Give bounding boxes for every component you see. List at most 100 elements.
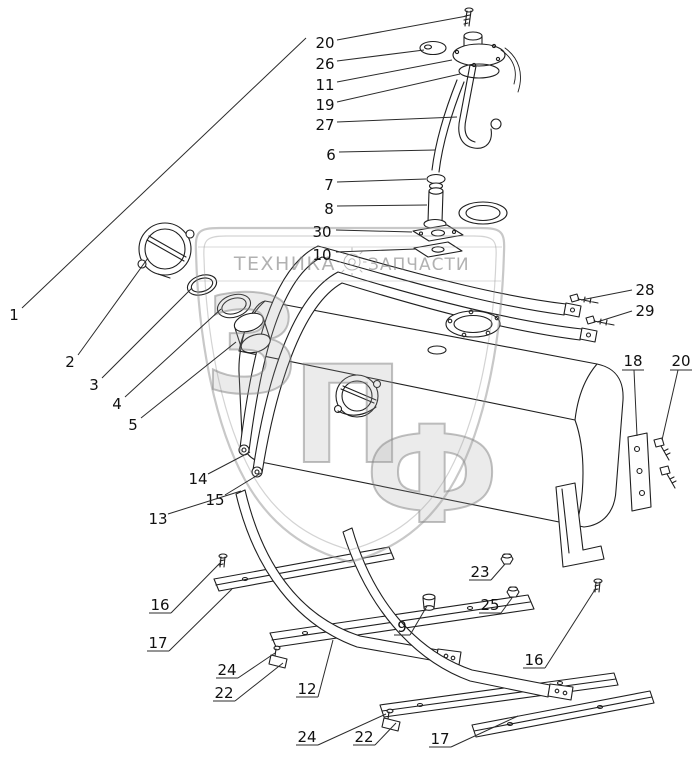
sender-wires: [500, 47, 521, 93]
watermark-letter-2: П: [292, 337, 405, 494]
watermark-gear-icon: [337, 247, 367, 277]
callout-label-1-10: 1: [9, 306, 19, 324]
sender-cover: [419, 40, 447, 56]
watermark-letter-3: Ф: [365, 397, 499, 554]
leader-line-18-17-1: [633, 369, 638, 437]
callout-label-22-28: 22: [214, 684, 233, 702]
bracket-plate-lower-middle: [379, 672, 619, 718]
nut-upper: [500, 553, 514, 565]
leader-line-24-31-1: [317, 713, 387, 746]
leader-line-17-33-1: [450, 715, 519, 748]
callout-label-2-11: 2: [65, 353, 75, 371]
sender-gasket: [458, 63, 500, 79]
leader-line-30-8-0: [335, 229, 413, 233]
sender-bolt: [463, 7, 474, 27]
sender-gasket-ring: [458, 201, 508, 225]
support-channel: [555, 482, 605, 568]
bracket-bolts: [653, 437, 677, 489]
callout-label-24-27: 24: [217, 661, 236, 679]
leader-line-1-10-0: [21, 37, 307, 309]
leader-line-22-28-1: [234, 662, 284, 702]
leader-line-17-23-1: [168, 588, 233, 652]
callout-label-28-15: 28: [635, 281, 654, 299]
leader-line-15-20-0: [224, 472, 262, 496]
cap-gasket: [186, 274, 218, 296]
strap-end-plate: [579, 327, 598, 343]
callout-label-11-2: 11: [315, 76, 334, 94]
strap-clamp-bottom: [381, 708, 401, 732]
bracket-plate-lower-right: [471, 690, 655, 738]
callout-label-27-4: 27: [315, 116, 334, 134]
callout-label-4-13: 4: [112, 395, 122, 413]
watermark-shield-outer: [194, 226, 506, 564]
sender-float: [490, 118, 502, 130]
leader-line-25-25-1: [500, 597, 513, 614]
callout-label-19-3: 19: [315, 96, 334, 114]
leader-line-27-4-0: [336, 116, 458, 123]
strap-bolt-upper: [569, 293, 599, 304]
leader-line-9-26-1: [409, 605, 428, 636]
lower-strap-right: [342, 527, 574, 701]
leader-line-12-29-1: [317, 639, 334, 698]
callout-label-29-16: 29: [635, 302, 654, 320]
strap-bolt-lower: [585, 315, 615, 326]
watermark-letter-1: З: [204, 267, 300, 424]
filler-cap-exploded: [137, 222, 195, 279]
callout-label-15-20: 15: [205, 491, 224, 509]
leader-line-28-15-0: [580, 289, 633, 301]
leader-line-29-16-0: [596, 310, 633, 323]
leader-line-19-3-0: [336, 73, 461, 103]
strap-end-plate: [563, 302, 582, 318]
callout-label-7-6: 7: [324, 176, 334, 194]
leader-line-5-14-0: [140, 341, 237, 419]
leader-line-23-24-1: [490, 563, 506, 581]
leader-line-16-22-1: [170, 561, 222, 614]
leader-line-24-27-1: [237, 652, 276, 679]
tank-intake-opening: [427, 345, 447, 355]
leader-line-11-2-0: [336, 59, 453, 83]
bracket-bolt-right: [593, 578, 603, 593]
callout-label-20-18: 20: [671, 352, 690, 370]
fuel-intake-tube: [431, 79, 465, 173]
callout-label-16-30: 16: [524, 651, 543, 669]
filler-cap-on-tank: [333, 374, 382, 418]
leader-line-3-12-0: [101, 287, 193, 379]
callout-label-5-14: 5: [128, 416, 138, 434]
callout-label-13-21: 13: [148, 510, 167, 528]
callout-label-22-32: 22: [354, 728, 373, 746]
leader-line-4-13-0: [124, 308, 222, 398]
callout-label-30-8: 30: [312, 223, 331, 241]
callout-label-10-9: 10: [312, 246, 331, 264]
drain-plug: [422, 593, 436, 611]
callout-label-14-19: 14: [188, 470, 207, 488]
watermark-brand-left: ТЕХНИКА: [233, 253, 336, 275]
callout-label-3-12: 3: [89, 376, 99, 394]
bracket-bolt-left: [218, 553, 228, 568]
leader-line-22-32-1: [374, 722, 397, 746]
leader-line-14-19-0: [207, 451, 251, 475]
flange-gasket: [413, 241, 463, 258]
callout-label-24-31: 24: [297, 728, 316, 746]
callout-label-20-0: 20: [315, 34, 334, 52]
leader-line-16-30-1: [544, 587, 597, 669]
callout-label-25-25: 25: [480, 596, 499, 614]
nut-lower: [506, 586, 520, 598]
filler-neck-exploded: [233, 312, 271, 354]
callout-label-6-5: 6: [326, 146, 336, 164]
leader-line-26-1-0: [336, 49, 425, 62]
leader-line-13-21-0: [167, 490, 242, 515]
callout-label-18-17: 18: [623, 352, 642, 370]
strap-clamp-left: [268, 645, 288, 669]
leader-line-7-6-0: [336, 178, 427, 183]
callout-label-23-24: 23: [470, 563, 489, 581]
leader-line-20-0-0: [336, 15, 468, 41]
watermark-banner: [198, 246, 502, 282]
filler-pipe: [423, 187, 447, 230]
callout-label-8-7: 8: [324, 200, 334, 218]
fuel-level-sender: [452, 31, 521, 149]
mounting-strap-front: [238, 245, 582, 456]
side-bracket: [627, 432, 652, 512]
